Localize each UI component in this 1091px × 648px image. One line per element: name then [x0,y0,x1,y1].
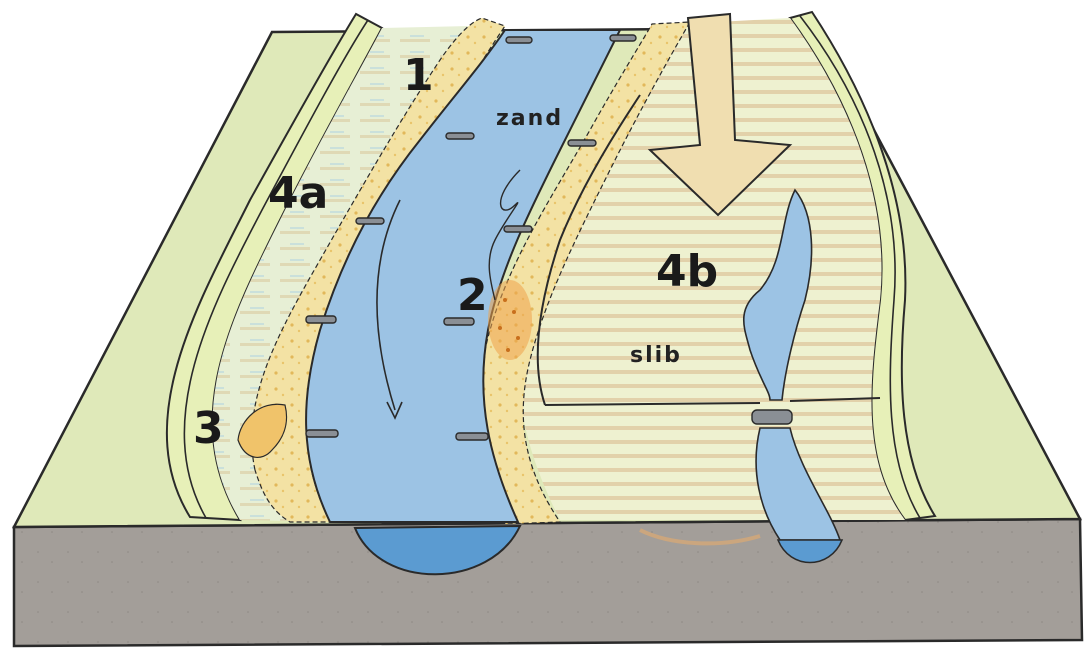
groyne [356,218,384,224]
label-4a: 4a [268,168,328,219]
label-3: 3 [193,403,224,454]
groyne [504,226,532,232]
groyne [446,133,474,139]
groyne [610,35,636,41]
label-slib: slib [630,343,682,368]
sluice-gate [752,410,792,424]
label-2: 2 [457,270,488,321]
groyne [568,140,596,146]
crevasse-splay [488,280,532,360]
label-zand: zand [496,106,563,131]
label-1: 1 [403,50,434,101]
soil-block-front [14,519,1082,646]
groyne [506,37,532,43]
groyne [456,433,488,440]
groyne [306,316,336,323]
groyne [306,430,338,437]
label-4b: 4b [656,246,718,297]
